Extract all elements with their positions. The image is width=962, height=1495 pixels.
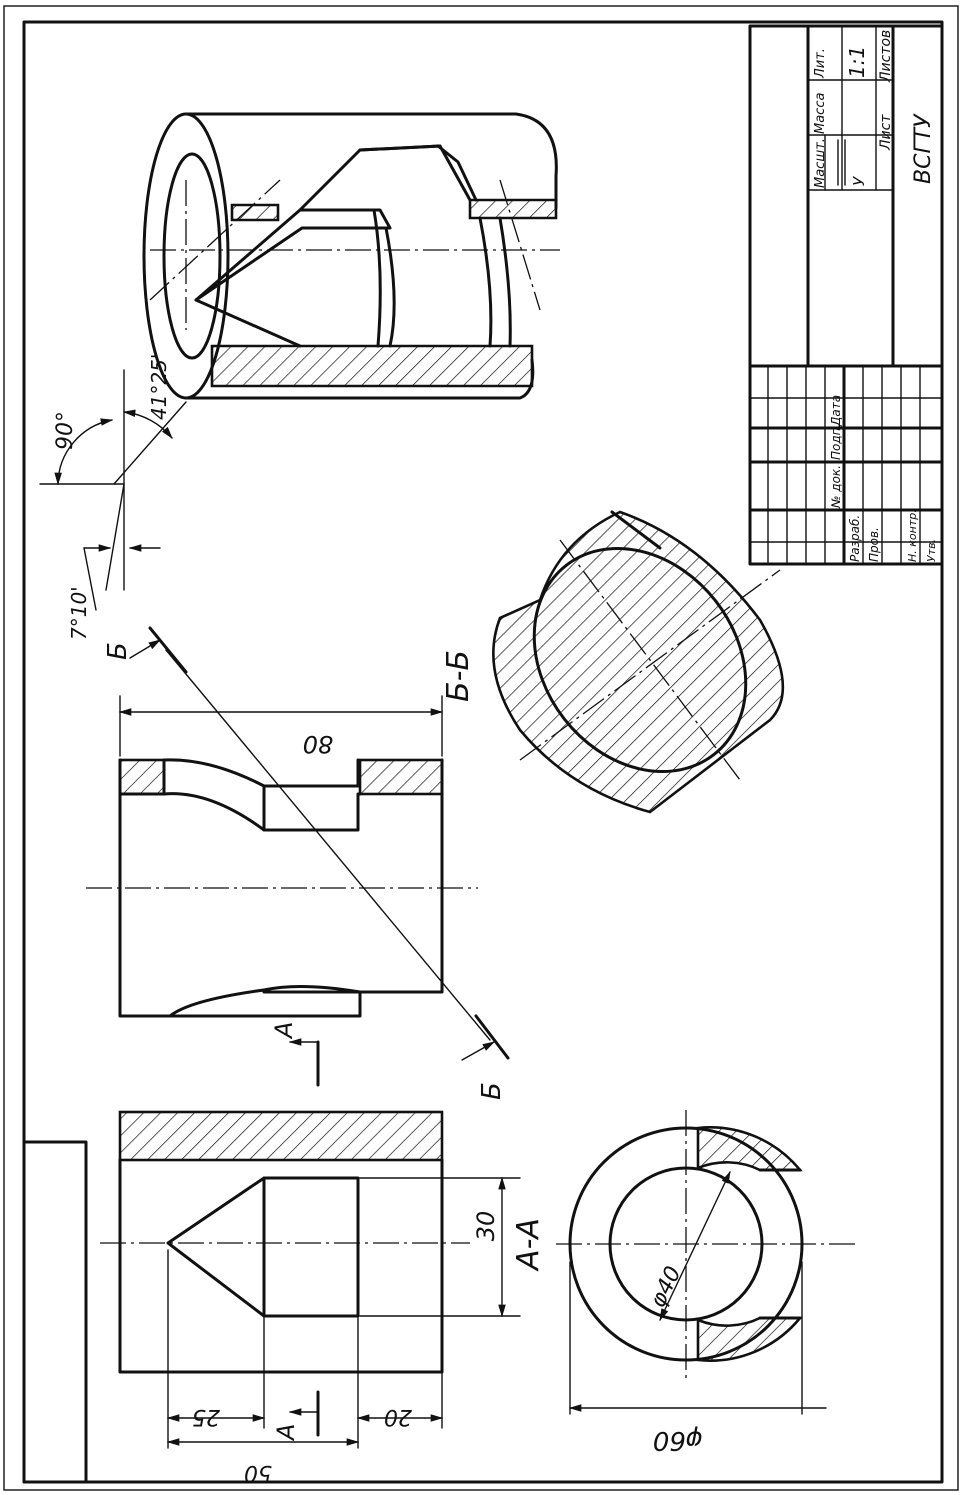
tb-litera-value: У <box>850 176 868 186</box>
section-aa-dimensions <box>166 1176 521 1449</box>
dim-80: 80 <box>303 730 334 758</box>
tb-date-label: Дата <box>829 395 843 427</box>
cutting-plane-a <box>288 1038 320 1437</box>
dim-20: 20 <box>384 1404 412 1429</box>
angle-construction <box>39 369 187 611</box>
tb-sheets-label: Листов <box>878 30 894 83</box>
inner-frame <box>22 20 944 1484</box>
tb-checked-label: Пров. <box>867 527 881 562</box>
main-view <box>86 695 478 1018</box>
tb-scale-label: Масшт. <box>813 138 828 188</box>
tb-doc-no-label: № док. <box>829 465 843 509</box>
tb-scale-value: 1:1 <box>845 46 869 78</box>
tb-norm-control-label: Н. контр. <box>906 509 919 562</box>
tb-sheet-label: Лист <box>878 114 894 151</box>
outer-frame <box>3 5 959 1491</box>
isometric-view <box>142 112 560 400</box>
tb-mass-label: Масса <box>813 93 828 134</box>
dim-25: 25 <box>192 1404 220 1429</box>
dim-30: 30 <box>472 1211 500 1242</box>
corner-label-box <box>22 1140 88 1484</box>
cut-b-label-bottom: Б <box>477 1082 507 1100</box>
cut-a-label-top: А <box>270 1022 298 1040</box>
tb-signature-label: Подп. <box>829 424 843 460</box>
dim-d60: φ60 <box>653 1425 703 1455</box>
section-aa-view <box>100 1110 470 1374</box>
tb-approved-label: Утв. <box>925 539 938 562</box>
cross-section-view <box>556 1110 860 1415</box>
angle-90: 90° <box>53 411 78 450</box>
cut-b-label-top: Б <box>103 642 133 660</box>
dim-d40: φ40 <box>646 1263 687 1312</box>
section-bb-title: Б-Б <box>441 650 476 702</box>
section-bb-view <box>492 510 785 814</box>
cutting-plane-b <box>129 626 510 1061</box>
cut-a-label-bottom: А <box>272 1424 300 1442</box>
tb-developed-label: Разраб. <box>848 515 862 562</box>
section-aa-title: А-А <box>511 1218 546 1272</box>
tb-organization: ВСГТУ <box>911 113 936 184</box>
title-block <box>748 24 944 566</box>
dim-50: 50 <box>244 1460 272 1485</box>
angle-7-10: 7°10' <box>67 586 91 640</box>
tb-lit-label: Лит. <box>813 48 828 79</box>
